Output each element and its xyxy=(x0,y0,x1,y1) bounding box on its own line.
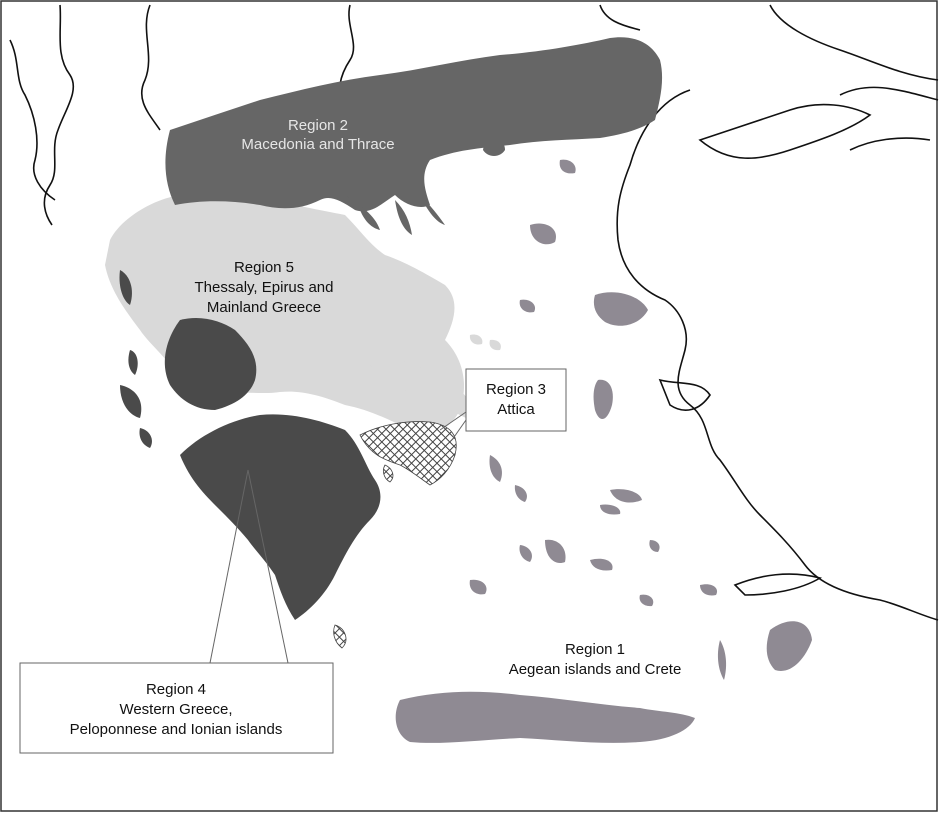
lesvos-island xyxy=(593,292,648,326)
patmos-island xyxy=(649,540,660,552)
euboea-island[interactable] xyxy=(360,350,472,420)
region-4-label: Region 4 Western Greece, Peloponnese and… xyxy=(70,681,283,738)
region-3-subtitle: Attica xyxy=(497,401,535,418)
region-5-label: Region 5 Thessaly, Epirus and Mainland G… xyxy=(195,259,334,316)
region-5-title: Region 5 xyxy=(234,259,294,276)
crete-island xyxy=(395,691,695,743)
zakynthos-island[interactable] xyxy=(139,428,152,448)
samos-island xyxy=(610,489,642,503)
coastlines xyxy=(9,4,939,621)
region-2-title: Region 2 xyxy=(288,117,348,134)
karpathos-island xyxy=(717,640,727,680)
region-1-label: Region 1 Aegean islands and Crete xyxy=(509,641,682,678)
region-3-area[interactable] xyxy=(359,421,457,486)
ikaria-island xyxy=(600,504,621,515)
attica-islands[interactable] xyxy=(333,464,394,649)
region-1-islands[interactable] xyxy=(395,159,812,743)
region-2-area[interactable] xyxy=(165,37,663,212)
region-5-subtitle-2: Mainland Greece xyxy=(207,299,321,316)
milos-island xyxy=(469,579,487,595)
region-5-subtitle-1: Thessaly, Epirus and xyxy=(195,279,334,296)
amorgos-island xyxy=(590,558,613,571)
region-3-title: Region 3 xyxy=(486,381,546,398)
region-4-peloponnese[interactable] xyxy=(180,414,381,620)
region-4-west-greece[interactable] xyxy=(164,318,257,410)
kos-island xyxy=(700,584,718,596)
region-2-label: Region 2 Macedonia and Thrace xyxy=(241,117,394,153)
region-4-subtitle-2: Peloponnese and Ionian islands xyxy=(70,721,283,738)
limnos-island xyxy=(530,223,556,245)
paros-island xyxy=(519,545,532,562)
chalkidiki-peninsula[interactable] xyxy=(345,195,445,235)
corfu-island[interactable] xyxy=(119,270,132,305)
andros-island xyxy=(489,455,502,482)
tinos-island xyxy=(514,485,527,502)
thasos-island[interactable] xyxy=(483,137,505,156)
kefalonia-island[interactable] xyxy=(120,385,142,418)
astypalaia-island xyxy=(639,594,654,607)
region-1-title: Region 1 xyxy=(565,641,625,658)
chios-island xyxy=(593,379,613,420)
region-4-title: Region 4 xyxy=(146,681,206,698)
samothrace-island xyxy=(559,159,576,174)
rhodes-island xyxy=(766,621,812,671)
region-3-label: Region 3 Attica xyxy=(486,381,546,418)
skyros-island xyxy=(519,299,536,313)
region-4-subtitle-1: Western Greece, xyxy=(119,701,232,718)
sporades-islands[interactable] xyxy=(469,334,501,351)
lefkada-island[interactable] xyxy=(128,350,138,375)
region-1-subtitle: Aegean islands and Crete xyxy=(509,661,682,678)
region-4-callout xyxy=(19,469,334,754)
naxos-island xyxy=(545,539,566,564)
region-3-callout xyxy=(439,368,567,441)
region-2-subtitle: Macedonia and Thrace xyxy=(241,136,394,153)
